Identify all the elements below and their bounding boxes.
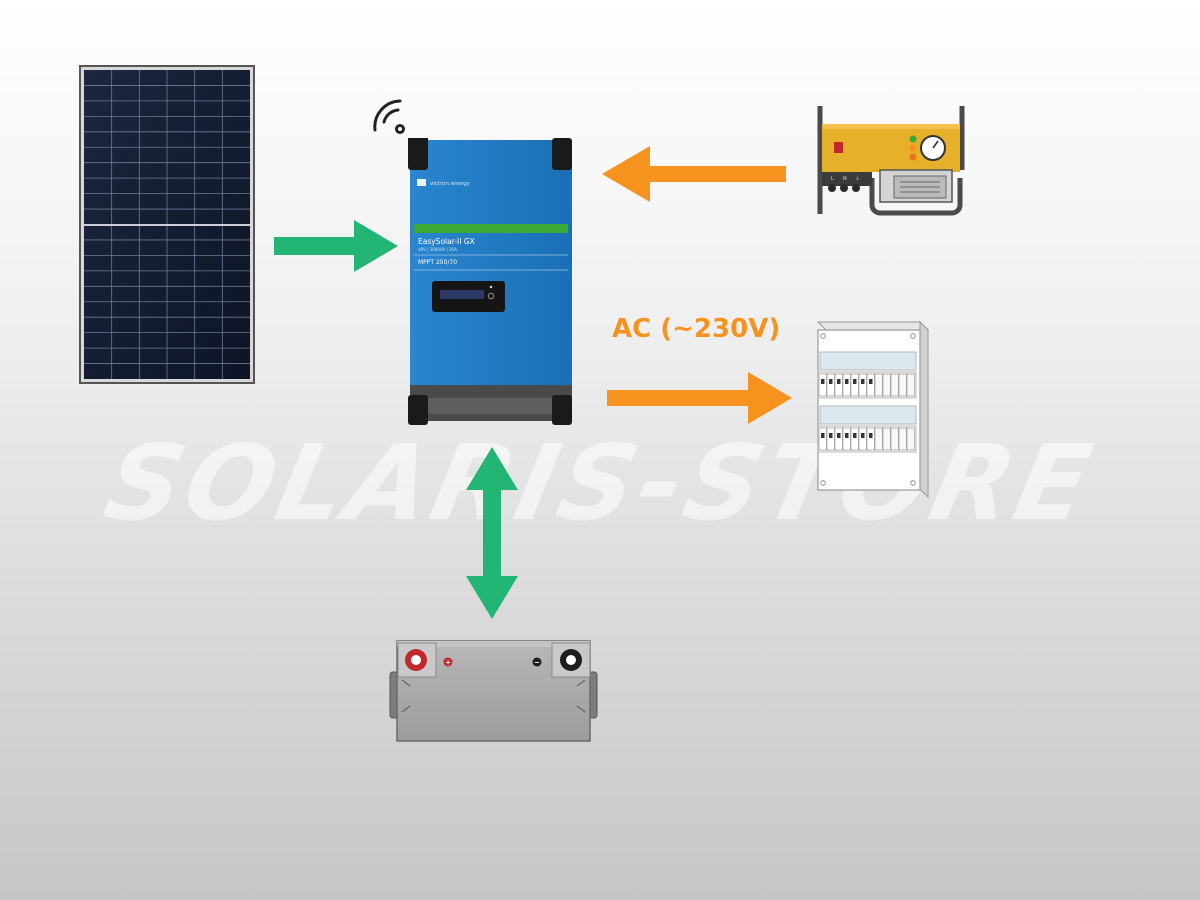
inverter-battery-arrow	[466, 447, 518, 619]
inverter-brand: victron energy	[430, 181, 471, 187]
battery-negative: −	[534, 659, 540, 667]
socket-label-3: ⏚	[855, 175, 860, 182]
inverter-spec: 48V | 3000VA | 35A	[418, 247, 457, 252]
socket-label-2: N	[843, 176, 847, 182]
generator-to-inverter-arrow	[602, 146, 786, 202]
solar-panel-icon	[79, 65, 255, 384]
inverter-icon: victron energy EasySolar-II GX 48V | 300…	[408, 138, 572, 425]
solar-to-inverter-arrow	[274, 220, 398, 272]
socket-label-1: L	[831, 176, 834, 182]
ac-voltage-label: AC (~230V)	[612, 314, 781, 344]
inverter-mppt: MPPT 250/70	[418, 259, 457, 266]
battery-icon: + −	[389, 640, 598, 742]
generator-icon: L N ⏚	[817, 106, 965, 216]
wifi-icon	[373, 99, 405, 134]
distribution-board-icon	[816, 320, 930, 499]
inverter-model: EasySolar-II GX	[418, 237, 475, 246]
inverter-to-board-arrow	[607, 372, 792, 424]
battery-positive: +	[445, 659, 451, 667]
